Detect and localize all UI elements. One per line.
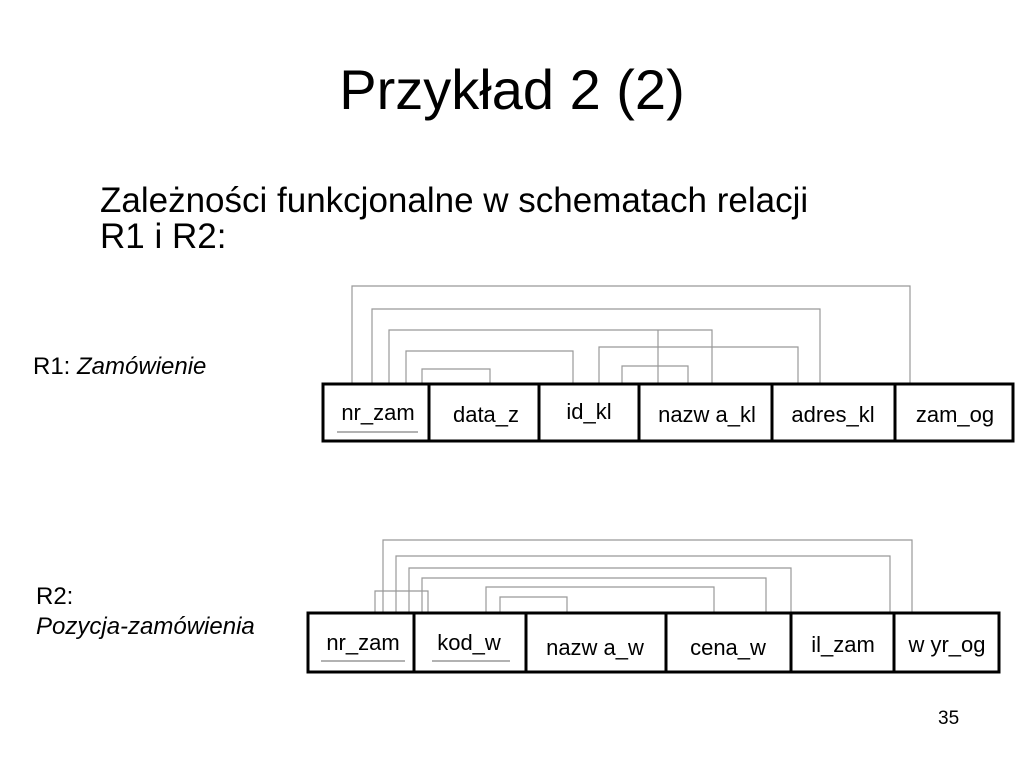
r1-fd-line [421, 368, 491, 384]
r1-table-border [321, 382, 1015, 443]
r1-fd-line [405, 350, 574, 384]
r2-fd-line [382, 539, 913, 613]
r2-attr-kod-w: kod_w [437, 630, 501, 655]
r1-attr-adres-kl: adres_kl [791, 402, 874, 427]
r2-fd-line [395, 555, 891, 613]
r2-fd-line [421, 577, 767, 613]
r2-attr-nr-zam: nr_zam [326, 630, 399, 655]
r2-attr-il-zam: il_zam [811, 632, 875, 657]
r2-attr-nazwa-w: nazw a_w [546, 635, 644, 660]
slide-subtitle: Zależności funkcjonalne w schematach rel… [100, 183, 980, 255]
r2-fd-line [499, 596, 568, 613]
r2-relation-name: Pozycja-zamówienia [36, 613, 255, 640]
r1-fd-line [598, 346, 799, 384]
r2-label-prefix: R2: [36, 583, 74, 610]
r2-table-border [306, 611, 1001, 674]
r1-fd-line [621, 365, 689, 384]
r1-fd-line [351, 285, 911, 384]
r1-attr-id-kl: id_kl [566, 399, 611, 424]
r1-fd-line [371, 308, 821, 384]
page-number: 35 [938, 708, 960, 729]
r1-attr-zam-og: zam_og [916, 402, 994, 427]
r2-fd-line [374, 590, 429, 613]
r2-dependency-lines [374, 539, 913, 613]
subtitle-line-1: Zależności funkcjonalne w schematach rel… [100, 181, 809, 220]
r1-dependency-lines [351, 285, 911, 384]
r1-fd-line [388, 329, 713, 384]
r1-attr-nazwa-kl: nazw a_kl [658, 402, 756, 427]
r2-fd-line [408, 567, 792, 613]
r2-fd-line [485, 586, 715, 613]
r1-attribute-table: nr_zam data_z id_kl nazw a_kl adres_kl z… [321, 382, 1015, 443]
slide-title: Przykład 2 (2) [339, 58, 685, 121]
r2-label: R2: Pozycja-zamówienia [36, 582, 255, 642]
r1-attr-nr-zam: nr_zam [341, 400, 414, 425]
r1-attr-data-z: data_z [453, 402, 519, 427]
subtitle-line-2: R1 i R2: [100, 217, 227, 256]
r1-label-prefix: R1: [33, 353, 78, 380]
r1-label: R1: Zamówienie [33, 352, 206, 382]
r2-attribute-table: nr_zam kod_w nazw a_w cena_w il_zam w yr… [306, 611, 1001, 674]
r1-relation-name: Zamówienie [77, 353, 207, 380]
r2-attr-cena-w: cena_w [690, 635, 766, 660]
r2-attr-wyr-og: w yr_og [907, 632, 985, 657]
